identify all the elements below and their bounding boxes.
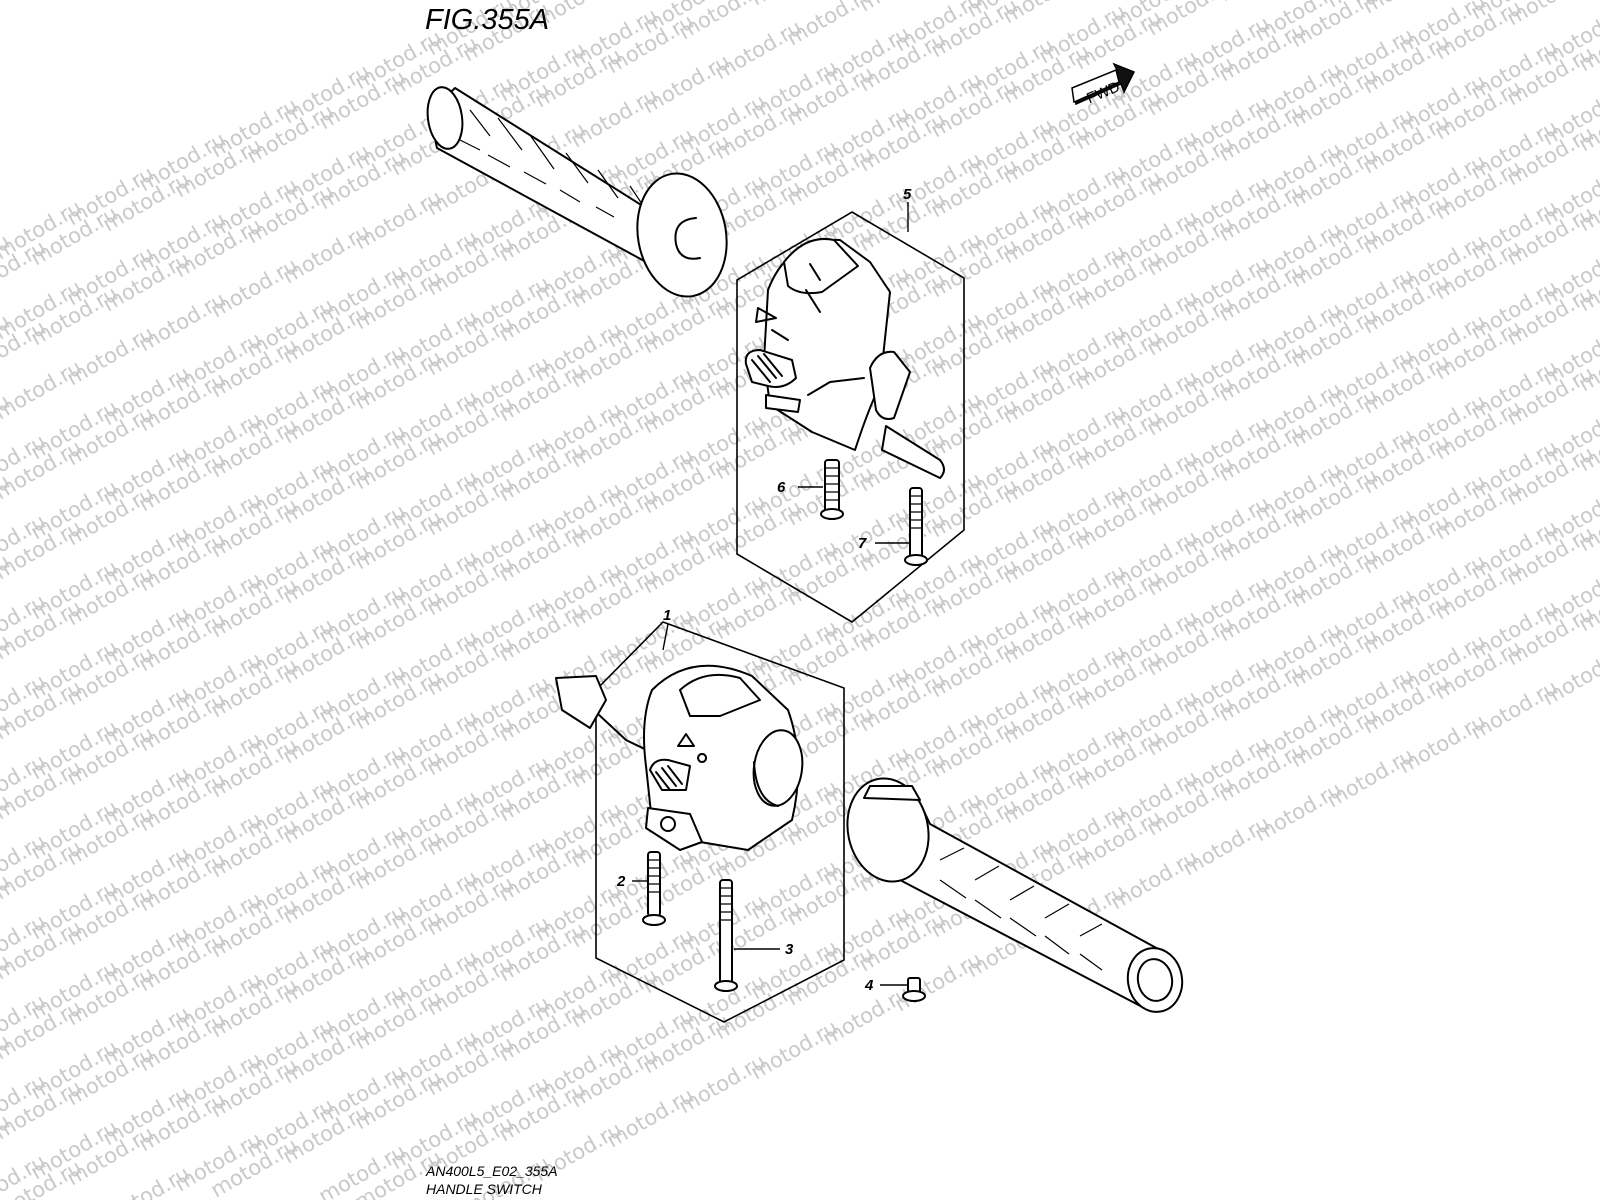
- callout-5: 5: [903, 186, 912, 203]
- callout-4: 4: [864, 977, 874, 994]
- drawing-title: HANDLE SWITCH: [426, 1181, 543, 1197]
- figure-label: FIG.355A: [425, 4, 549, 36]
- drawing-code: AN400L5_E02_355A: [425, 1163, 558, 1179]
- callout-7: 7: [858, 535, 867, 552]
- callout-2: 2: [616, 873, 626, 890]
- callout-6: 6: [777, 479, 786, 496]
- screw-6: [820, 459, 844, 520]
- callout-3: 3: [785, 941, 794, 958]
- callout-1: 1: [663, 607, 671, 624]
